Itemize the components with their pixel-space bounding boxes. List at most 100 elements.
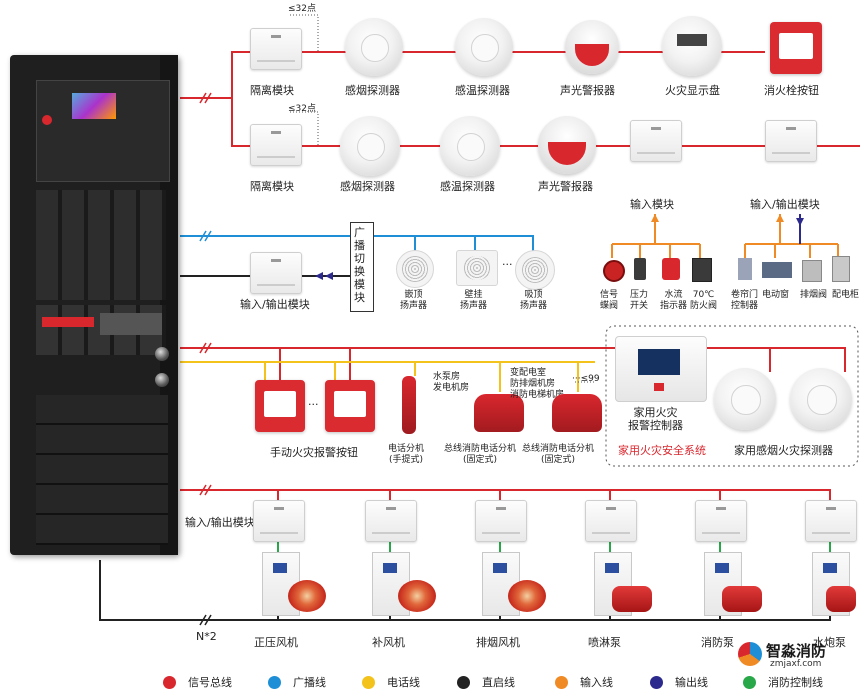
home-smoke-detector-2[interactable] <box>790 368 852 430</box>
heat-detector-row1[interactable] <box>455 18 513 76</box>
heat-detector-row2[interactable] <box>440 116 500 176</box>
legend-dot-input <box>555 676 568 689</box>
legend-input: 输入线 <box>580 676 613 689</box>
io-module-bottom-1[interactable] <box>253 500 305 542</box>
display-panel[interactable] <box>662 16 722 76</box>
legend-phone: 电话线 <box>387 676 420 689</box>
smoke-valve-icon <box>802 260 822 282</box>
distribution-cabinet-icon <box>832 256 850 282</box>
fixed-phone-1-icon <box>474 394 524 432</box>
legend-dot-phone <box>362 676 375 689</box>
control-line <box>277 538 831 552</box>
controller-screen <box>72 93 116 119</box>
ceiling-speaker-icon <box>396 250 434 288</box>
legend-dot-broadcast <box>268 676 281 689</box>
phone-line <box>180 361 595 392</box>
shutter-controller-icon <box>738 258 752 280</box>
legend-direct: 直启线 <box>482 676 515 689</box>
input-item2-label: 压力 开关 <box>630 290 649 311</box>
smoke-detector-row1-label: 感烟探测器 <box>345 84 400 97</box>
output-item4-label: 配电柜 <box>832 290 860 300</box>
io-module-bottom-2[interactable] <box>365 500 417 542</box>
ceiling-mount-speaker-icon <box>515 250 555 290</box>
home-controller-screen <box>638 349 680 375</box>
hydrant-button[interactable] <box>770 22 822 74</box>
home-system-frame <box>605 325 859 467</box>
exhaust-fan-icon <box>508 580 546 612</box>
legend-dot-output <box>650 676 663 689</box>
device-label-3: 排烟风机 <box>476 636 520 649</box>
input-line <box>611 214 701 258</box>
manual-button-label: 手动火灾报警按钮 <box>270 446 358 459</box>
io-module-broadcast[interactable] <box>250 252 302 294</box>
smoke-detector-row2[interactable] <box>340 116 400 176</box>
output-item3-label: 排烟阀 <box>800 290 828 300</box>
io-module-bottom-6[interactable] <box>805 500 857 542</box>
heat-detector-row2-label: 感温探测器 <box>440 180 495 193</box>
speaker-dots: ··· <box>502 258 513 271</box>
io-input-line <box>744 214 839 258</box>
isolation-module-row1[interactable] <box>250 28 302 70</box>
bus-break-marks <box>199 92 212 496</box>
ceiling-mount-speaker-label: 吸顶 扬声器 <box>520 290 548 311</box>
handset-phone-icon <box>402 376 416 434</box>
input-arrow <box>651 214 659 222</box>
wall-speaker-label: 壁挂 扬声器 <box>460 290 488 311</box>
electric-window-icon <box>762 262 792 278</box>
output-arrow <box>325 272 333 280</box>
fire-pump-icon <box>722 586 762 612</box>
alarm-row2[interactable] <box>538 116 596 174</box>
pressure-fan-icon <box>288 580 326 612</box>
makeup-fan-icon <box>398 580 436 612</box>
smoke-detector-row1[interactable] <box>345 18 403 76</box>
fixed-phone-1-label: 总线消防电话分机 (固定式) <box>444 444 517 465</box>
io-module-bottom-3[interactable] <box>475 500 527 542</box>
ceiling-speaker-label: 嵌顶 扬声器 <box>400 290 428 311</box>
handset-phone-label: 电话分机 (手提式) <box>388 444 425 465</box>
cabinet-logo <box>42 115 52 125</box>
input-module[interactable] <box>630 120 682 162</box>
broadcast-switch-module[interactable] <box>350 222 374 312</box>
sprinkler-pump-icon <box>612 586 652 612</box>
isolation-module-row1-label: 隔离模块 <box>250 84 294 97</box>
brand-logo-icon <box>738 642 762 666</box>
volume-knob <box>155 373 169 387</box>
broadcast-switch-label: 广 播 切 换 模 块 <box>354 226 365 304</box>
manual-alarm-button-2[interactable] <box>325 380 375 432</box>
legend-dot-signal <box>163 676 176 689</box>
legend-signal: 信号总线 <box>188 676 232 689</box>
io-module-row2-label: 输入/输出模块 <box>750 198 820 211</box>
input-item4-label: 70℃ 防火阀 <box>690 290 718 311</box>
legend-control: 消防控制线 <box>768 676 823 689</box>
io-module-bottom-4[interactable] <box>585 500 637 542</box>
row1-count-note: ≤32点 <box>288 4 316 14</box>
broadcast-line <box>180 235 534 252</box>
io-module-bottom-5[interactable] <box>695 500 747 542</box>
manual-button-dots: ··· <box>308 398 319 411</box>
smoke-detector-row2-label: 感烟探测器 <box>340 180 395 193</box>
input-arrow <box>776 214 784 222</box>
legend-dot-control <box>743 676 756 689</box>
home-controller[interactable] <box>615 336 707 402</box>
output-arrow <box>796 218 804 226</box>
row2-count-note: ≤32点 <box>288 104 316 114</box>
pressure-switch-icon <box>634 258 646 280</box>
device-label-5: 消防泵 <box>701 636 734 649</box>
room1-label: 水泵房 发电机房 <box>433 372 470 393</box>
home-detector-label: 家用感烟火灾探测器 <box>734 444 833 457</box>
legend-broadcast: 广播线 <box>293 676 326 689</box>
io-module-row2[interactable] <box>765 120 817 162</box>
hydrant-button-label: 消火栓按钮 <box>764 84 819 97</box>
home-smoke-detector-1[interactable] <box>714 368 776 430</box>
manual-alarm-button-1[interactable] <box>255 380 305 432</box>
device-label-6: 水炮泵 <box>813 636 846 649</box>
flow-indicator-icon <box>662 258 680 280</box>
brand-name: 智淼消防 <box>766 642 827 660</box>
volume-knob <box>155 347 169 361</box>
device-label-1: 正压风机 <box>254 636 298 649</box>
device-label-2: 补风机 <box>372 636 405 649</box>
butterfly-valve-icon <box>603 260 625 282</box>
phone-count-note: ···≤99 <box>572 374 600 384</box>
alarm-row1[interactable] <box>565 20 619 74</box>
isolation-module-row2[interactable] <box>250 124 302 166</box>
